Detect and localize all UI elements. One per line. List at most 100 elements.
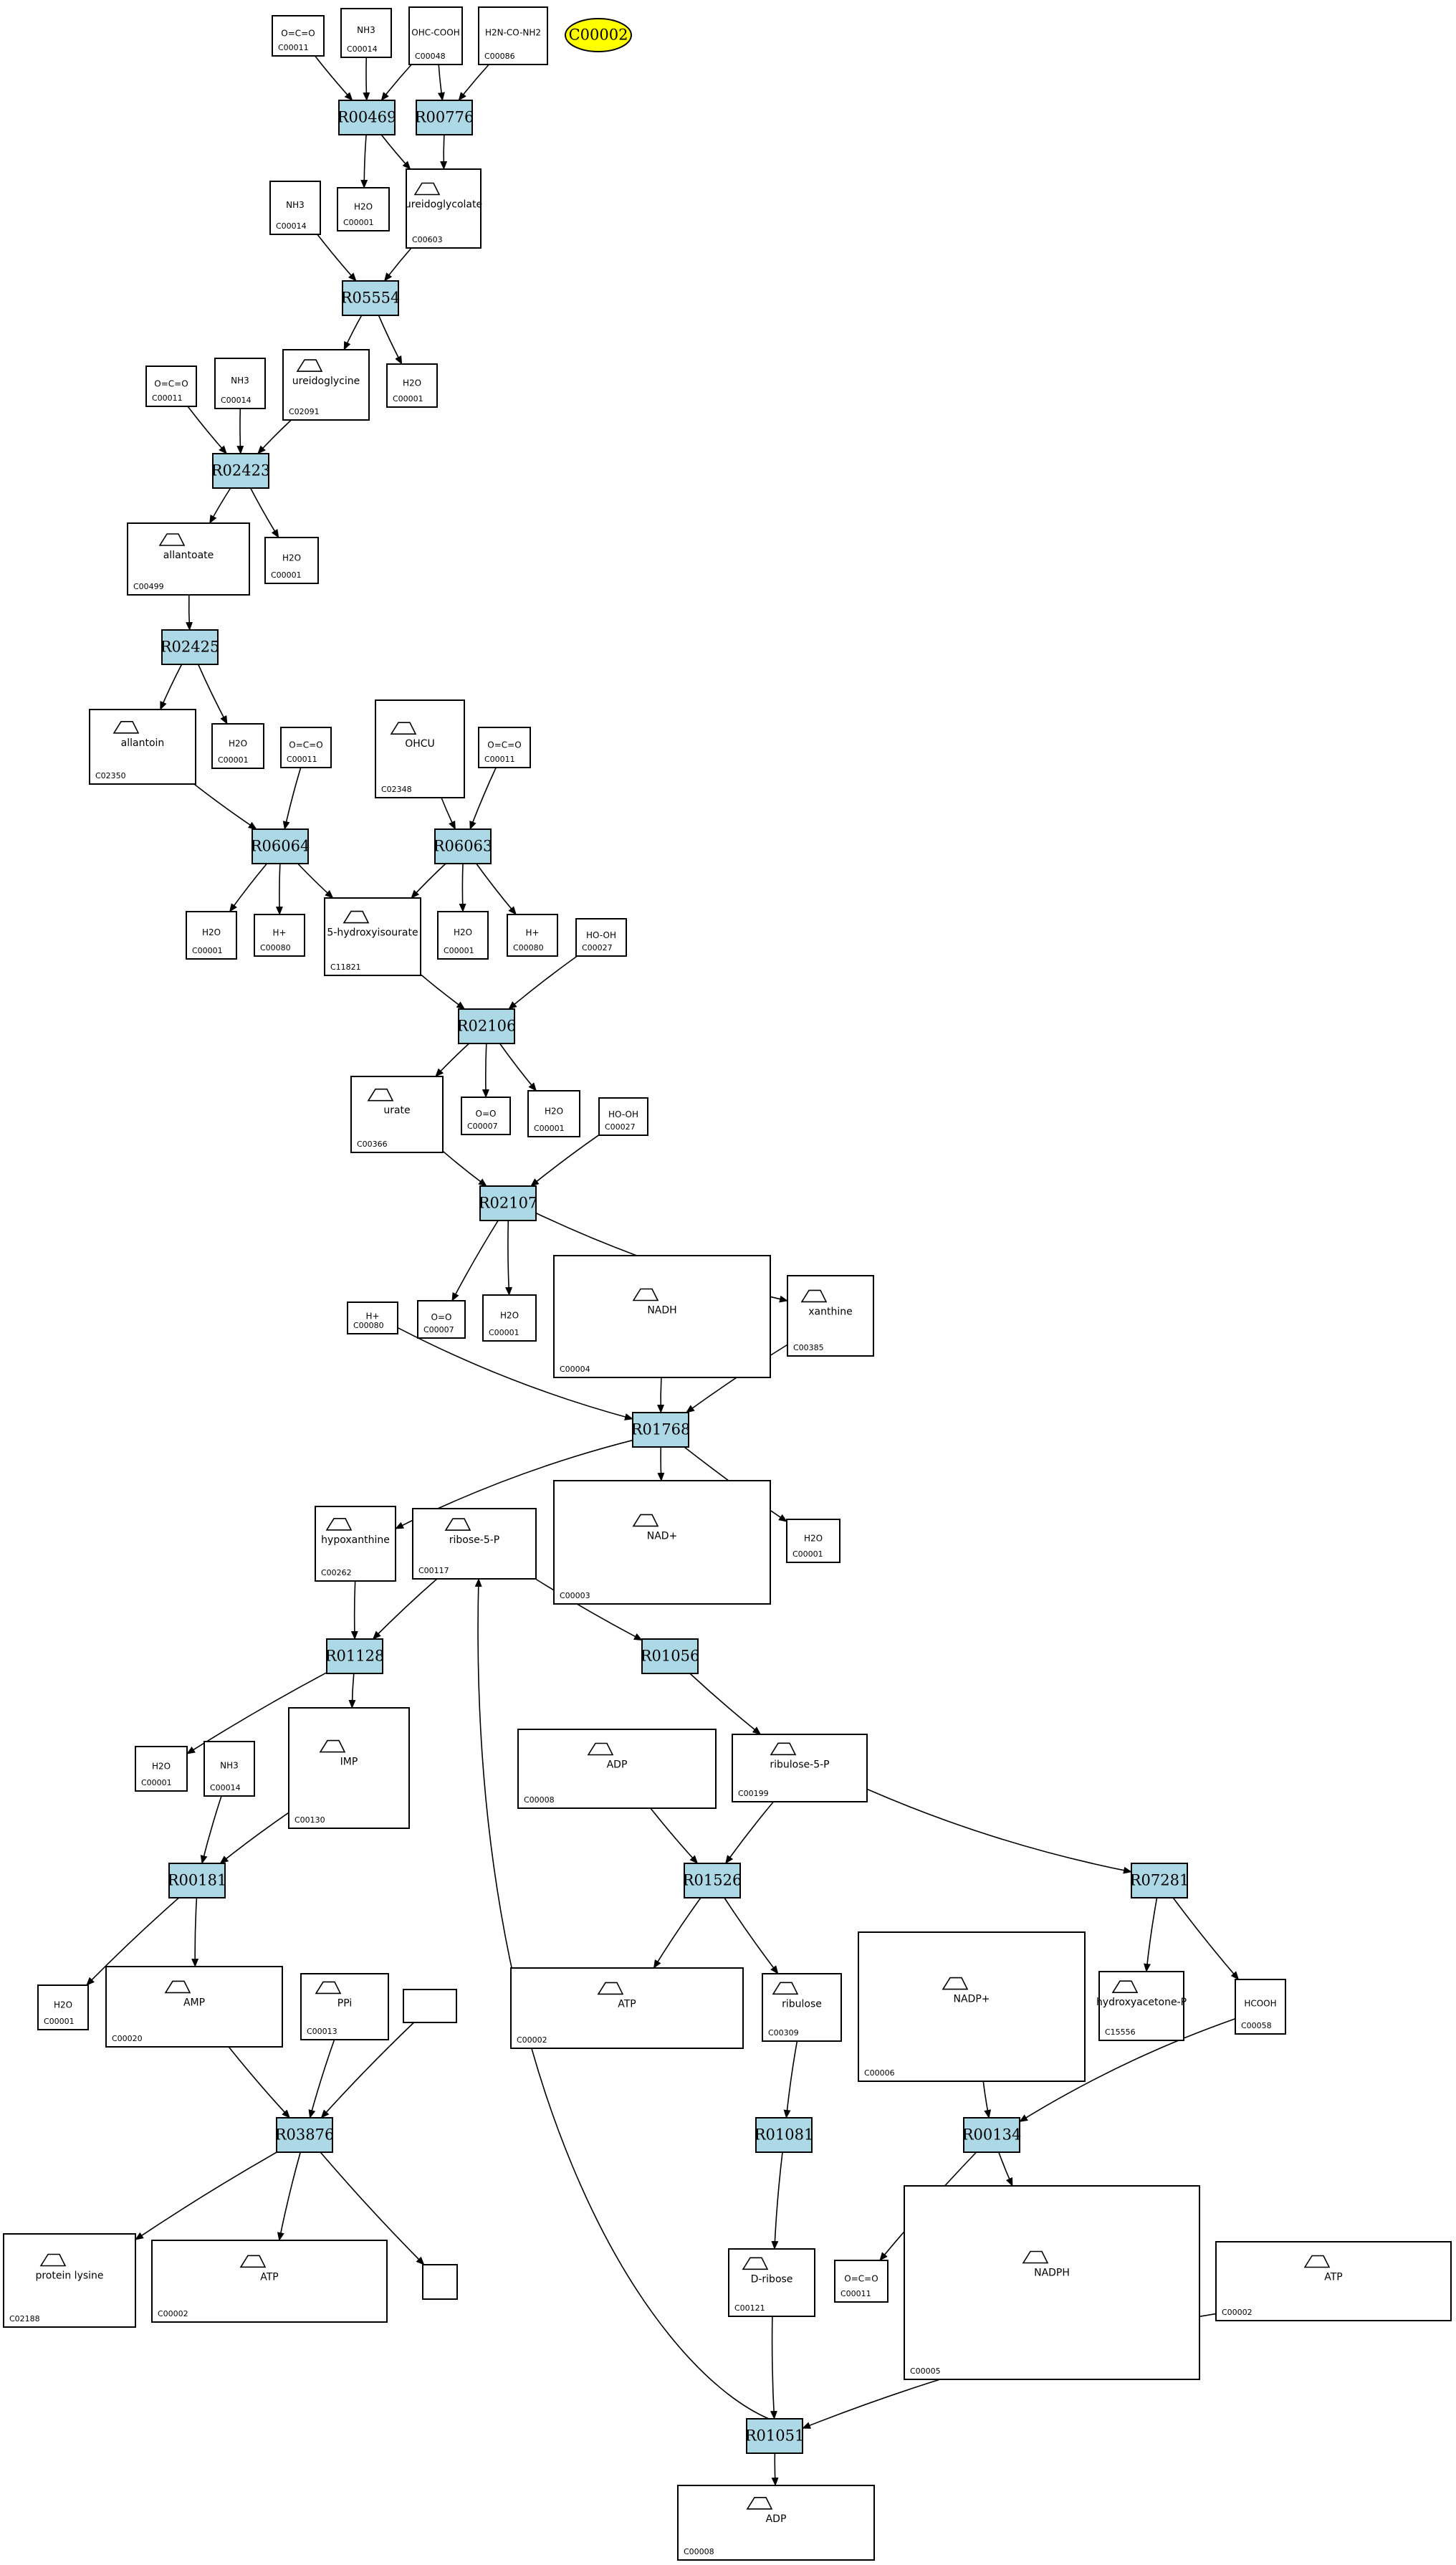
reaction-edge — [725, 1801, 775, 1864]
reaction-node[interactable]: R05554 — [341, 280, 401, 316]
compound-id: C00027 — [605, 1122, 636, 1132]
reaction-node[interactable]: R00181 — [168, 1863, 227, 1898]
compound-box — [350, 1076, 444, 1153]
compound-box — [786, 1519, 840, 1563]
reaction-node[interactable]: R00776 — [415, 100, 474, 135]
compound-node[interactable] — [422, 2264, 458, 2300]
reaction-node[interactable]: R06064 — [251, 828, 310, 864]
reaction-edge — [437, 64, 445, 101]
reaction-node[interactable]: R01526 — [683, 1863, 742, 1898]
compound-id: C00007 — [423, 1325, 454, 1334]
reaction-node[interactable]: R02106 — [457, 1008, 517, 1044]
reaction-edge — [866, 1788, 1132, 1874]
compound-node[interactable]: H+C00080 — [254, 914, 305, 957]
reaction-node[interactable]: R03876 — [275, 2117, 335, 2153]
reaction-node[interactable]: R01081 — [755, 2117, 814, 2153]
compound-node[interactable]: NADP+C00006 — [858, 1931, 1086, 2082]
compound-id: C00117 — [418, 1566, 449, 1575]
compound-structure: O=C=O — [289, 740, 322, 750]
reaction-node[interactable]: R06063 — [434, 828, 493, 864]
reaction-node[interactable]: R01051 — [745, 2418, 805, 2454]
reaction-node[interactable]: R02423 — [211, 453, 271, 489]
reaction-box — [641, 1638, 699, 1674]
compound-node[interactable] — [403, 1989, 457, 2023]
reaction-node[interactable]: R02425 — [161, 629, 220, 665]
ring-bond — [942, 1977, 969, 1990]
ring-bond — [632, 1514, 659, 1527]
compound-node[interactable]: H+C00080 — [507, 914, 558, 957]
compound-box — [105, 1966, 283, 2048]
reaction-edge — [1144, 1897, 1158, 1972]
reaction-node[interactable]: R00469 — [337, 100, 397, 135]
ring-bond — [319, 1739, 346, 1753]
compound-structure: AMP — [183, 1997, 205, 2008]
compound-node[interactable]: NAD+C00003 — [553, 1480, 771, 1605]
compound-structure: ribulose-5-P — [770, 1759, 829, 1770]
reaction-node[interactable]: R00134 — [962, 2117, 1022, 2153]
compound-node[interactable]: H+C00080 — [347, 1301, 398, 1334]
reaction-node[interactable]: R07281 — [1130, 1863, 1189, 1898]
reaction-node[interactable]: R01768 — [631, 1412, 691, 1448]
compound-box — [732, 1734, 868, 1802]
compound-structure: H2O — [804, 1534, 823, 1544]
reaction-node[interactable]: R01056 — [641, 1638, 700, 1674]
reaction-edge — [343, 315, 363, 350]
compound-structure: O=C=O — [154, 379, 188, 389]
reaction-node[interactable]: R02107 — [479, 1185, 538, 1221]
reaction-node[interactable]: R01128 — [325, 1638, 385, 1674]
compound-box — [386, 363, 438, 408]
